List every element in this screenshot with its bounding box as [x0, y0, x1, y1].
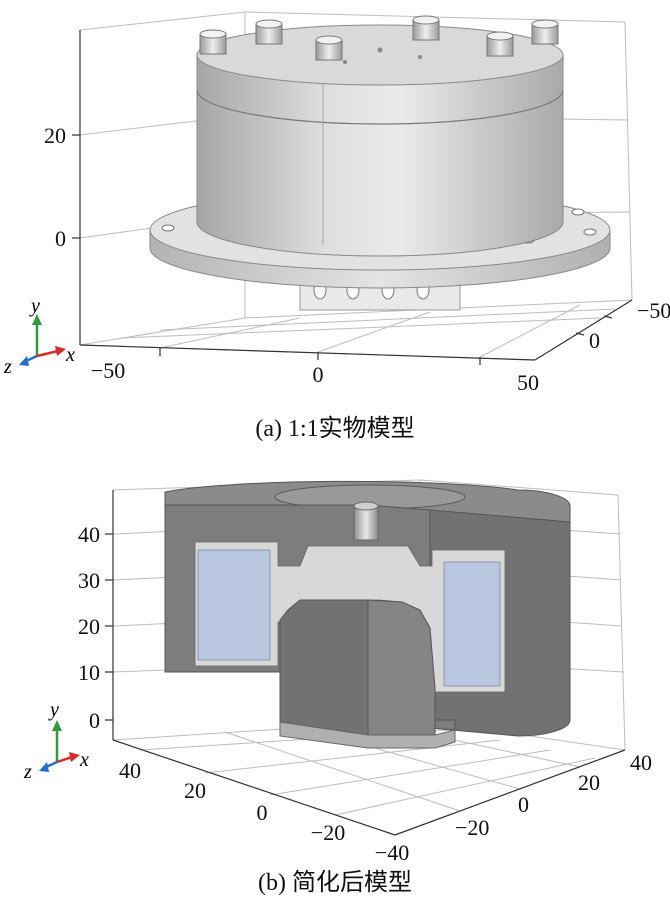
z-tick-label: 0 — [518, 792, 529, 817]
x-tick-label: 50 — [517, 370, 539, 395]
x-tick-label: −40 — [375, 840, 409, 865]
y-tick-label: 10 — [78, 660, 100, 685]
panel-a-figure: 20 0 −50 0 50 −50 0 y x z — [3, 11, 670, 395]
x-tick-label: 20 — [184, 778, 206, 803]
axes-a — [72, 30, 633, 365]
z-tick-label: 40 — [630, 750, 652, 775]
y-tick-label: 0 — [89, 708, 100, 733]
axis-triad-icon: y x z — [23, 699, 89, 783]
triad-z-label: z — [23, 761, 32, 783]
z-tick-label: 20 — [578, 770, 600, 795]
y-tick-label: 40 — [78, 522, 100, 547]
y-tick-label: 0 — [55, 226, 66, 251]
triad-y-label: y — [48, 699, 59, 721]
y-tick-label: 20 — [44, 123, 66, 148]
caption-b: (b) 简化后模型 — [258, 870, 412, 896]
x-tick-label: −50 — [91, 358, 125, 383]
axis-triad-icon: y x z — [3, 295, 75, 378]
x-tick-label: 0 — [257, 800, 268, 825]
z-tick-label: 0 — [589, 328, 600, 353]
x-tick-label: 40 — [119, 758, 141, 783]
x-tick-label: −20 — [311, 820, 345, 845]
panel-b-figure: 40 30 20 10 0 40 20 0 −20 −40 40 20 0 −2… — [23, 479, 652, 865]
z-tick-label: −50 — [637, 298, 670, 323]
triad-z-label: z — [3, 356, 12, 378]
axes-b — [105, 490, 626, 836]
triad-y-label: y — [29, 295, 40, 317]
triad-x-label: x — [65, 344, 75, 366]
x-tick-label: 0 — [313, 362, 324, 387]
z-tick-label: −20 — [455, 815, 489, 840]
real-model-object — [149, 15, 611, 311]
y-tick-label: 20 — [78, 614, 100, 639]
triad-x-label: x — [79, 749, 89, 771]
caption-a: (a) 1:1实物模型 — [255, 416, 415, 442]
panel-b-simplified-model: 40 30 20 10 0 40 20 0 −20 −40 40 20 0 −2… — [0, 450, 670, 900]
simplified-model-object — [164, 480, 571, 749]
panel-a-real-model: 20 0 −50 0 50 −50 0 y x z (a) 1:1实物模型 — [3, 11, 670, 442]
y-tick-label: 30 — [78, 568, 100, 593]
